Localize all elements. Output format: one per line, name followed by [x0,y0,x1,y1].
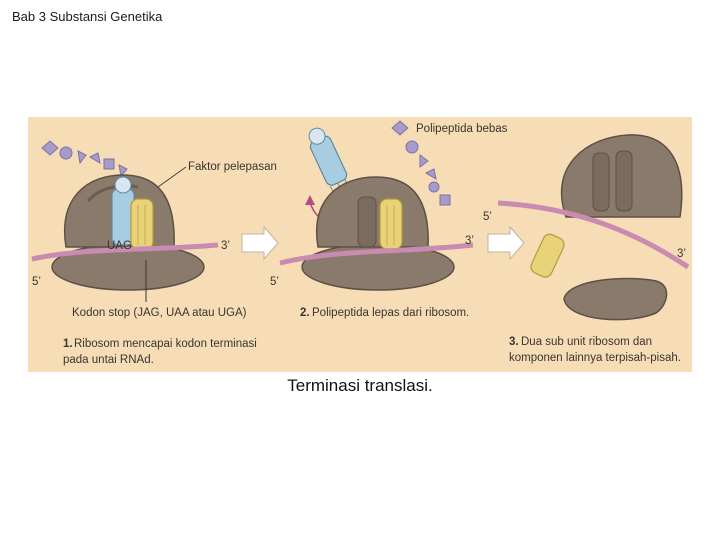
label-5-mid: 5’ [270,276,279,288]
label-3-mid: 3’ [465,235,474,247]
step-1-line-1: Ribosom mencapai kodon terminasi [74,338,257,350]
small-subunit-3 [564,278,667,319]
step-3-number: 3. [509,336,519,348]
translation-termination-figure: UAG [28,117,692,372]
label-stop-codon: Kodon stop (JAG, UAA atau UGA) [72,307,247,319]
label-5-left: 5’ [32,276,41,288]
label-release-factor: Faktor pelepasan [188,161,277,173]
label-3-right: 3’ [677,248,686,260]
step-2-number: 2. [300,307,310,319]
release-factor-1 [131,199,153,249]
page-title: Bab 3 Substansi Genetika [12,9,162,24]
step-1-number: 1. [63,338,73,350]
figure-caption: Terminasi translasi. [0,376,720,396]
step-2-line-1: Polipeptida lepas dari ribosom. [312,307,469,319]
step-1-line-2: pada untai RNAd. [63,354,154,366]
label-3-left: 3’ [221,240,230,252]
codon-text: UAG [107,240,132,252]
release-factor-2 [380,199,402,249]
step-3-line-1: Dua sub unit ribosom dan [521,336,652,348]
label-free-polypeptide: Polipeptida bebas [416,123,508,135]
step-3-line-2: komponen lainnya terpisah-pisah. [509,352,681,364]
label-5-right: 5’ [483,211,492,223]
